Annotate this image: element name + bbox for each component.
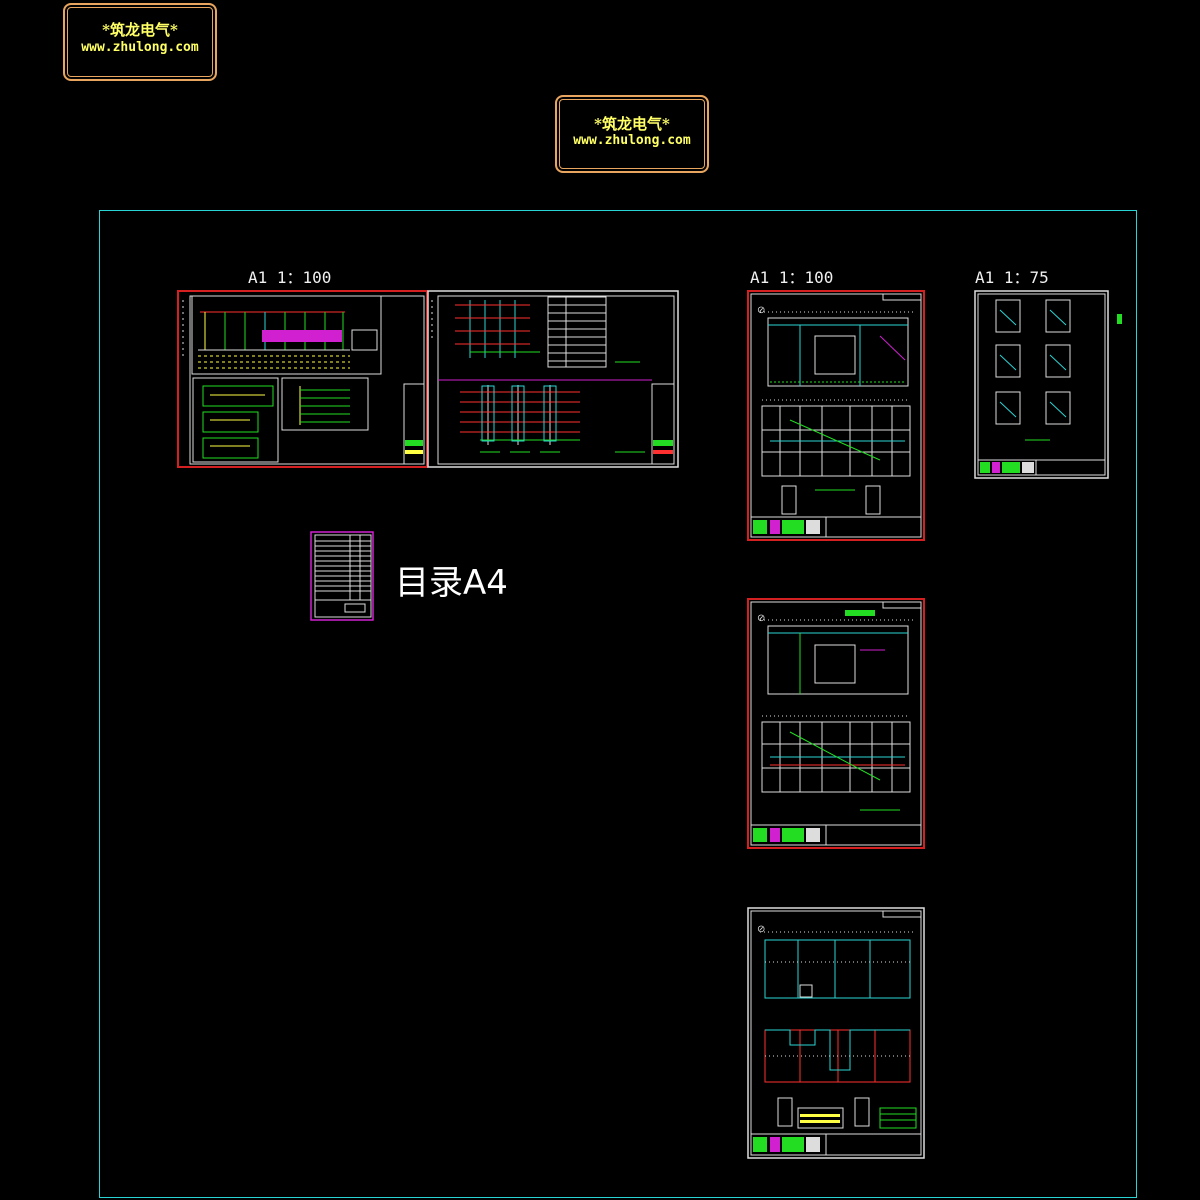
drawing-frame (99, 210, 1137, 1198)
scale-label-system: A1 1：100 (248, 268, 332, 287)
svg-text:⊘: ⊘ (757, 305, 765, 316)
svg-text:⊘: ⊘ (757, 613, 765, 624)
catalog-label: 目录A4 (395, 563, 508, 603)
sheet-floor-plan-3[interactable]: ⊘ (747, 907, 925, 1159)
sheet-floor-plan-1[interactable]: ⊘ (747, 290, 925, 541)
scale-label-plans: A1 1：100 (750, 268, 834, 287)
watermark-badge-2: *筑龙电气* www.zhulong.com (555, 95, 709, 173)
badge-title: *筑龙电气* (594, 115, 670, 133)
badge-url: www.zhulong.com (81, 40, 199, 55)
sheet-details[interactable] (974, 290, 1122, 479)
scale-label-details: A1 1：75 (975, 268, 1049, 287)
sheet-system-diagram-2[interactable] (427, 290, 679, 468)
sheet-catalog-a4[interactable] (310, 531, 374, 621)
svg-text:⊘: ⊘ (757, 924, 765, 935)
badge-title: *筑龙电气* (102, 21, 178, 39)
sheet-system-diagram-1[interactable] (177, 290, 428, 468)
watermark-badge-1: *筑龙电气* www.zhulong.com (63, 3, 217, 81)
badge-url: www.zhulong.com (573, 133, 691, 148)
sheet-floor-plan-2[interactable]: ⊘ (747, 598, 925, 849)
